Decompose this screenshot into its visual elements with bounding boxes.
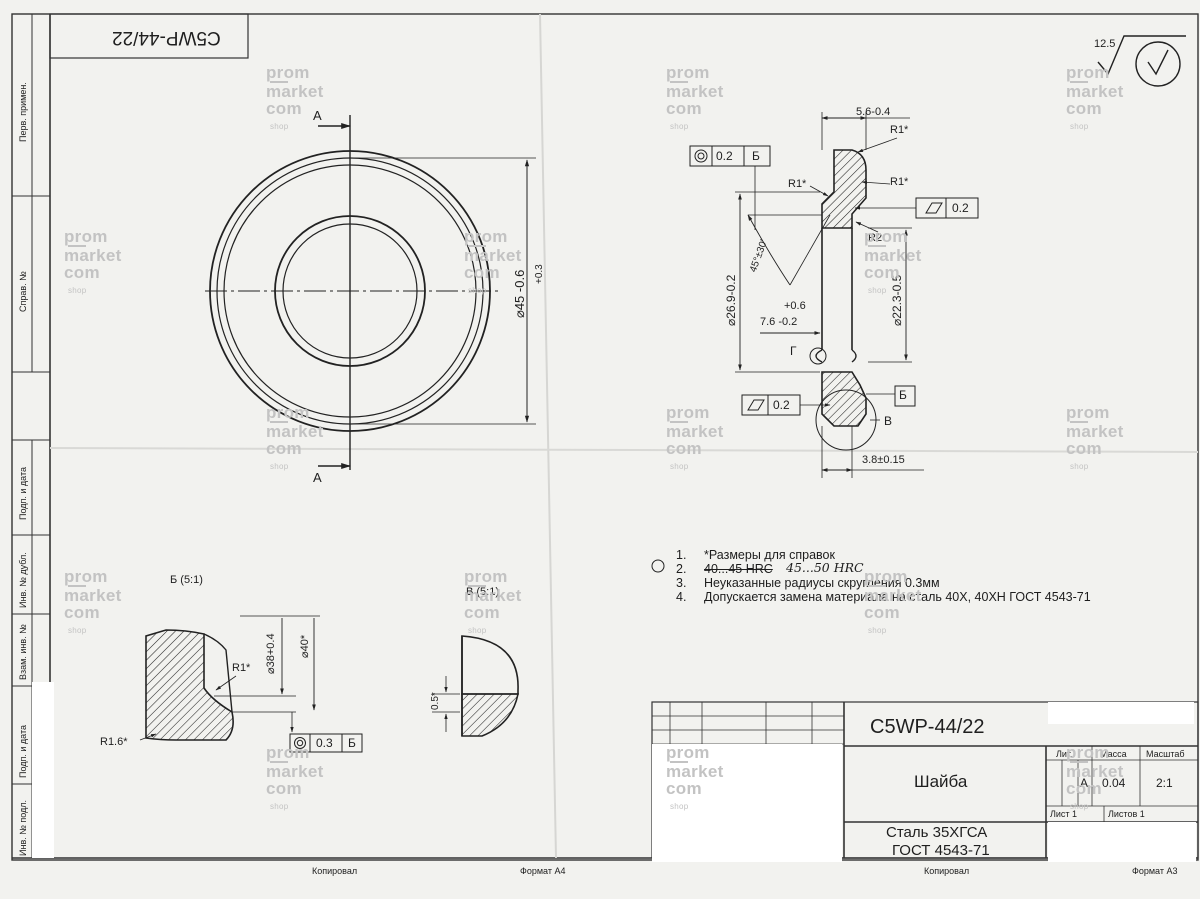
change-mark-icon bbox=[651, 559, 665, 573]
stamp-code-mirrored: C5WP-44/22 bbox=[112, 27, 221, 48]
roughness-value: 12.5 bbox=[1094, 38, 1116, 50]
title-designation: C5WP-44/22 bbox=[870, 716, 985, 738]
footer-copied: Копировал bbox=[312, 866, 358, 876]
tb-scale-label: Масштаб bbox=[1146, 749, 1185, 759]
fcf-concentricity-value: 0.2 bbox=[716, 149, 733, 163]
dim-38: 3.8±0.15 bbox=[862, 454, 905, 466]
note-2-text: 40...45 HRC bbox=[704, 562, 773, 576]
radius-r1-right: R1* bbox=[890, 176, 909, 188]
detail-b-r16: R1.6* bbox=[100, 736, 128, 748]
radius-r1-left: R1* bbox=[788, 178, 807, 190]
detail-v bbox=[432, 635, 519, 737]
side-label-sign-date: Подп. и дата bbox=[18, 466, 28, 520]
note-1-num: 1. bbox=[676, 548, 687, 562]
dim-diameter-26: ⌀26.9-0.2 bbox=[724, 274, 738, 326]
redaction-signatures bbox=[652, 744, 842, 862]
side-label-first-use: Перв. примен. bbox=[18, 82, 28, 142]
side-label-replace-no: Взам. инв. № bbox=[18, 624, 28, 680]
footer-copied-2: Копировал bbox=[924, 866, 970, 876]
fcf-flatness-left-value: 0.2 bbox=[773, 398, 790, 412]
footer-format-a3: Формат А3 bbox=[1132, 866, 1178, 876]
tb-lit-label: Лит. bbox=[1056, 749, 1073, 759]
dim-thickness: 5.6-0.4 bbox=[856, 106, 891, 118]
note-1-text: *Размеры для справок bbox=[704, 548, 835, 562]
detail-b-fcf-datum: Б bbox=[348, 736, 356, 750]
note-2-handwritten: 45...50 HRC bbox=[786, 560, 864, 575]
datum-label-b: Б bbox=[899, 388, 907, 402]
detail-b-title: Б (5:1) bbox=[170, 574, 203, 586]
redaction-top-right bbox=[1048, 702, 1194, 724]
title-material-1: Сталь 35ХГСА bbox=[886, 824, 988, 841]
detail-b-r1: R1* bbox=[232, 662, 251, 674]
tb-scale-value: 2:1 bbox=[1156, 776, 1173, 790]
side-label-dup-no: Инв. № дубл. bbox=[18, 552, 28, 608]
tb-lit-value: А bbox=[1080, 776, 1089, 790]
section-view bbox=[735, 112, 924, 478]
dim-76-tol: +0.6 bbox=[784, 300, 806, 312]
redaction-bottom-right bbox=[1048, 822, 1196, 862]
detail-b-dim-38: ⌀38+0.4 bbox=[265, 633, 277, 674]
dim-outer-diameter-tol: +0.3 bbox=[534, 264, 545, 284]
footer-format-a4: Формат А4 bbox=[520, 866, 566, 876]
detail-label-v: В bbox=[884, 414, 893, 428]
redaction-side bbox=[32, 682, 54, 858]
roughness-symbol bbox=[1097, 35, 1186, 87]
datum-label-g: Г bbox=[790, 344, 797, 358]
side-label-ref-no: Справ. № bbox=[18, 271, 28, 312]
note-3-num: 3. bbox=[676, 576, 687, 590]
note-4-num: 4. bbox=[676, 590, 687, 604]
side-label-original-no: Инв. № подл. bbox=[18, 799, 28, 856]
detail-b bbox=[139, 615, 320, 741]
side-label-sign-date-2: Подп. и дата bbox=[18, 724, 28, 778]
title-material-2: ГОСТ 4543-71 bbox=[892, 842, 990, 859]
radius-r1-top: R1* bbox=[890, 124, 909, 136]
detail-b-fcf-value: 0.3 bbox=[316, 736, 333, 750]
fcf-flatness-right-value: 0.2 bbox=[952, 201, 969, 215]
sheet-border bbox=[11, 13, 1199, 861]
note-4-text: Допускается замена материала на сталь 40… bbox=[704, 590, 1091, 604]
tb-mass-value: 0.04 bbox=[1102, 776, 1126, 790]
section-mark-top: А bbox=[313, 108, 322, 123]
note-2-num: 2. bbox=[676, 562, 687, 576]
tb-mass-label: Масса bbox=[1100, 749, 1127, 759]
fcf-concentricity-datum: Б bbox=[752, 149, 760, 163]
tb-sheet-label: Лист 1 bbox=[1050, 809, 1078, 819]
detail-b-dim-40: ⌀40* bbox=[299, 634, 311, 658]
section-mark-bottom: А bbox=[313, 470, 322, 485]
detail-v-dim-05: 0.5* bbox=[430, 692, 441, 710]
detail-v-title: В (5:1) bbox=[466, 586, 500, 598]
radius-r2: R2 bbox=[868, 232, 883, 244]
front-view bbox=[205, 115, 536, 470]
dim-76: 7.6 -0.2 bbox=[760, 316, 798, 328]
title-part-name: Шайба bbox=[914, 772, 968, 791]
tb-sheets-label: Листов 1 bbox=[1108, 809, 1145, 819]
